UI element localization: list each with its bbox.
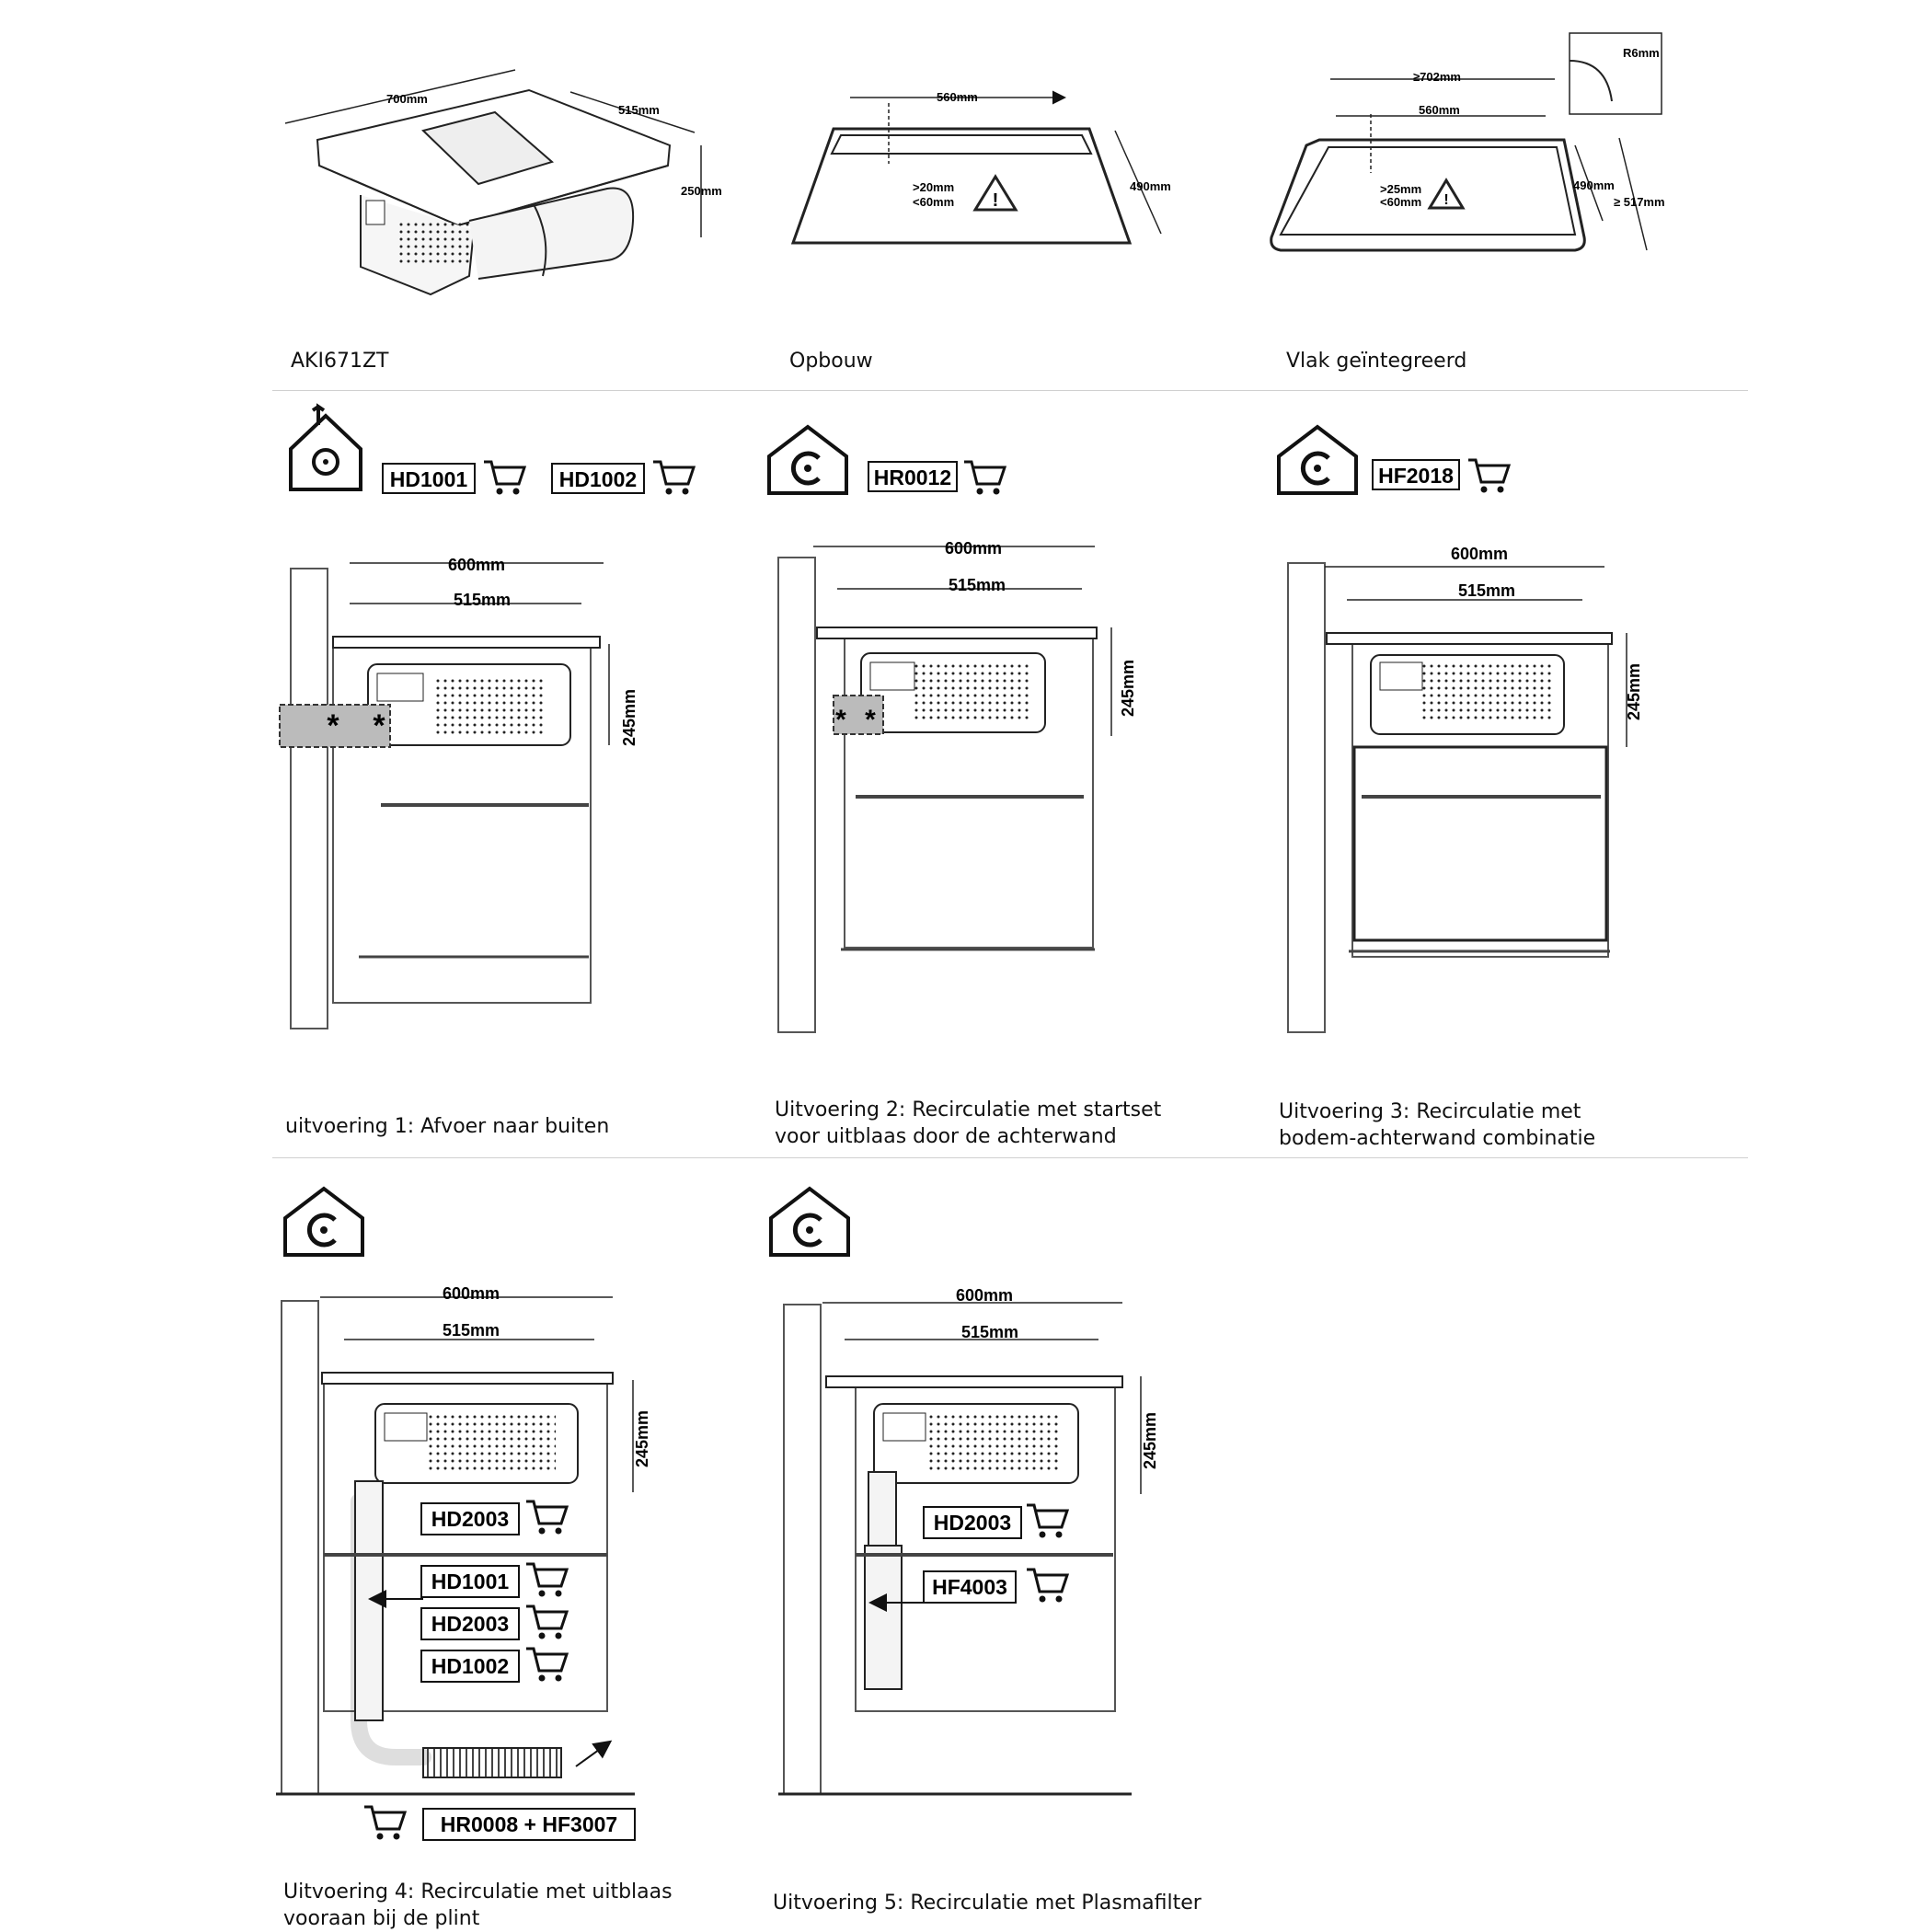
dimension-width: 600mm [956,1286,1013,1305]
install-4-caption: Uitvoering 4: Recirculatie met uitblaas … [283,1880,673,1930]
cart-icon[interactable] [484,460,527,495]
separator [272,1157,1748,1158]
svg-text:*: * [835,705,846,735]
vlak-cutout-width-label: 560mm [1419,103,1460,117]
dimension-width: 600mm [1451,545,1508,563]
vlak-depth-label: 490mm [1573,178,1615,192]
cabinet-drawing-5 [778,1302,1142,1796]
product-code-box: HD1001 [382,463,476,494]
dimension-width: 600mm [448,556,505,574]
vlak-caption: Vlak geïntegreerd [1286,350,1467,373]
vlak-outer-depth-label: ≥ 517mm [1614,195,1665,209]
cart-icon[interactable] [526,1604,569,1639]
product-height-label: 250mm [681,184,722,198]
svg-text:*: * [327,708,339,743]
vlak-distance-max: <60mm [1380,195,1421,209]
opbouw-caption: Opbouw [789,350,873,373]
recirculation-house-icon [769,1186,850,1257]
part-label: HD1001 [420,1565,520,1598]
opbouw-drawing: ! [790,90,1162,245]
svg-text:*: * [865,705,876,735]
opbouw-width-label: 560mm [937,90,978,104]
cart-icon[interactable] [1027,1503,1070,1538]
cabinet-drawing-3 [1287,562,1627,1033]
part-code: HD2003 [934,1511,1011,1535]
dimension-inner-width: 515mm [443,1321,500,1340]
recirculation-house-icon [283,1186,364,1257]
part-label: HD1002 [420,1650,520,1683]
dimension-height: 245mm [620,689,638,746]
recirculation-house-icon [767,424,848,495]
part-label: HF4003 [923,1570,1017,1604]
cart-icon[interactable] [1468,458,1512,493]
cart-icon[interactable] [526,1500,569,1535]
exhaust-house-icon [289,403,362,491]
install-1-caption: uitvoering 1: Afvoer naar buiten [285,1115,610,1138]
vlak-radius-label: R6mm [1623,46,1660,60]
cart-icon[interactable] [526,1562,569,1597]
vlak-outer-width-label: ≥702mm [1413,70,1461,84]
product-code: HR0012 [874,466,951,489]
cart-icon[interactable] [526,1647,569,1682]
svg-text:!: ! [993,190,999,211]
product-code: HD1002 [559,467,637,491]
part-code: HD2003 [431,1612,509,1636]
dimension-height: 245mm [1119,660,1137,717]
dimension-width: 600mm [945,539,1002,558]
install-3-caption: Uitvoering 3: Recirculatie met bodem-ach… [1279,1100,1596,1150]
product-code: HF2018 [1378,464,1454,488]
opbouw-distance-min: >20mm [913,180,954,194]
part-code: HF4003 [932,1575,1007,1599]
vlak-distance-min: >25mm [1380,182,1421,196]
dimension-inner-width: 515mm [454,591,511,609]
install-2-caption: Uitvoering 2: Recirculatie met startset … [775,1098,1162,1148]
part-label: HD2003 [420,1502,520,1535]
cart-icon[interactable] [1027,1568,1070,1603]
dimension-inner-width: 515mm [961,1323,1018,1341]
product-code: HD1001 [390,467,468,491]
cabinet-drawing-2: * * [777,546,1112,1033]
vlak-drawing: ! [1270,32,1662,252]
product-caption: AKI671ZT [291,350,389,373]
product-code-box: HF2018 [1372,459,1460,490]
recirculation-house-icon [1277,424,1358,495]
product-width-label: 700mm [386,92,428,106]
opbouw-distance-max: <60mm [913,195,954,209]
dimension-inner-width: 515mm [1458,581,1515,600]
warning-icon: ! [1427,178,1466,210]
dimension-height: 245mm [633,1410,651,1467]
cart-icon[interactable] [653,460,696,495]
opbouw-depth-label: 490mm [1130,179,1171,193]
dimension-height: 245mm [1625,663,1643,720]
part-code: HD1001 [431,1570,510,1593]
product-code-box: HD1002 [551,463,645,494]
part-label: HR0008 + HF3007 [422,1808,636,1841]
svg-text:*: * [373,708,385,743]
part-code: HD2003 [431,1507,509,1531]
dimension-inner-width: 515mm [949,576,1006,594]
cart-icon[interactable] [964,460,1007,495]
dimension-width: 600mm [443,1284,500,1303]
part-code: HR0008 + HF3007 [441,1812,617,1836]
product-drawing [284,69,702,296]
product-depth-label: 515mm [618,103,660,117]
install-5-caption: Uitvoering 5: Recirculatie met Plasmafil… [773,1892,1202,1915]
dimension-height: 245mm [1141,1412,1159,1469]
cabinet-drawing-4 [276,1296,635,1796]
part-label: HD2003 [420,1607,520,1640]
svg-text:!: ! [1443,192,1448,208]
warning-icon: ! [972,174,1018,212]
cabinet-drawing-1: * * [279,562,610,1029]
part-code: HD1002 [431,1654,509,1678]
separator [272,390,1748,391]
product-code-box: HR0012 [868,461,958,492]
part-label: HD2003 [923,1506,1022,1539]
cart-icon[interactable] [364,1805,408,1840]
